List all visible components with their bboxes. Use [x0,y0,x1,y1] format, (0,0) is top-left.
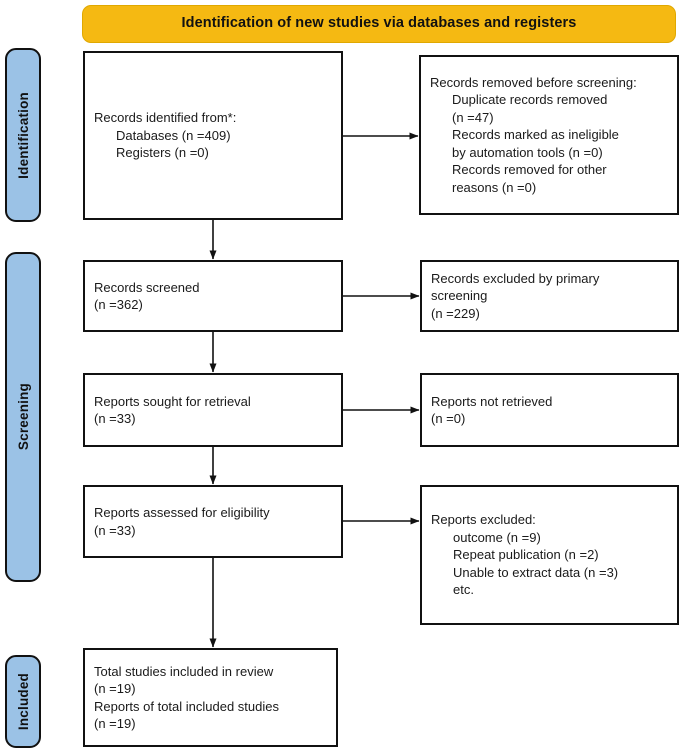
box-reports-excluded-line-4: Unable to extract data (n =3) [453,564,619,580]
box-records-removed-line-6: by automation tools (n =0) [452,144,603,160]
box-records-removed-line-5: Records marked as ineligible [452,127,619,143]
box-records-screened: Records screened (n =362) [83,260,343,332]
box-records-removed-heading-part-1: Records removed [430,75,537,91]
box-records-identified: Records identified from*: Databases (n =… [83,51,343,220]
box-reports-not-retrieved-line-1: Reports not retrieved [431,393,553,409]
box-records-removed-line-4: (n =47) [452,109,494,125]
box-records-excluded-line-2: screening [431,288,488,304]
box-records-identified-line-2: Databases (n =409) [116,127,231,143]
stage-tab-screening-label: Screening [15,383,31,451]
stage-tab-identification: Identification [5,48,41,222]
box-records-removed-before-screening: Records removed before screening: Duplic… [419,55,679,215]
box-total-studies-included: Total studies included in review (n =19)… [83,648,338,747]
box-records-removed-line-3: Duplicate records removed [452,92,608,108]
box-records-removed-heading-italic: before screening [536,75,634,91]
phase-banner-identification: Identification of new studies via databa… [82,5,676,43]
box-records-excluded-primary-screening: Records excluded by primary screening (n… [420,260,679,332]
box-reports-sought-for-retrieval: Reports sought for retrieval (n =33) [83,373,343,447]
box-records-identified-line-3: Registers (n =0) [116,145,209,161]
box-reports-not-retrieved: Reports not retrieved (n =0) [420,373,679,447]
box-records-removed-line-7: Records removed for other [452,162,607,178]
box-records-excluded-line-3: (n =229) [431,305,480,321]
stage-tab-identification-label: Identification [15,91,31,179]
stage-tab-screening: Screening [5,252,41,582]
box-reports-excluded-line-3: Repeat publication (n =2) [453,547,599,563]
box-reports-assessed-line-1: Reports assessed for eligibility [94,505,270,521]
box-reports-sought-line-1: Reports sought for retrieval [94,393,251,409]
box-records-screened-line-1: Records screened [94,279,200,295]
box-reports-excluded-line-5: etc. [453,582,474,598]
box-records-removed-line-8: reasons (n =0) [452,179,537,195]
box-reports-not-retrieved-line-2: (n =0) [431,411,466,426]
box-total-studies-line-2: (n =19) [94,681,136,697]
box-records-removed-heading: Records removed before screening: [430,74,668,91]
phase-banner-label: Identification of new studies via databa… [181,15,577,32]
box-total-studies-line-4: (n =19) [94,715,136,731]
box-total-studies-line-3: Reports of total included studies [94,698,279,714]
box-reports-sought-line-2: (n =33) [94,411,136,426]
box-records-removed-heading-colon: : [633,75,637,91]
stage-tab-included: Included [5,655,41,748]
box-reports-assessed-line-2: (n =33) [94,522,136,538]
box-reports-excluded-line-1: Reports excluded: [431,512,536,528]
stage-tab-included-label: Included [15,672,31,731]
box-records-excluded-line-1: Records excluded by primary [431,270,600,286]
box-records-identified-line-1: Records identified from*: [94,110,237,126]
box-reports-assessed-for-eligibility: Reports assessed for eligibility (n =33) [83,485,343,558]
box-records-screened-line-2: (n =362) [94,297,143,312]
box-total-studies-line-1: Total studies included in review [94,663,274,679]
box-reports-excluded-line-2: outcome (n =9) [453,529,541,545]
box-reports-excluded: Reports excluded: outcome (n =9) Repeat … [420,485,679,625]
